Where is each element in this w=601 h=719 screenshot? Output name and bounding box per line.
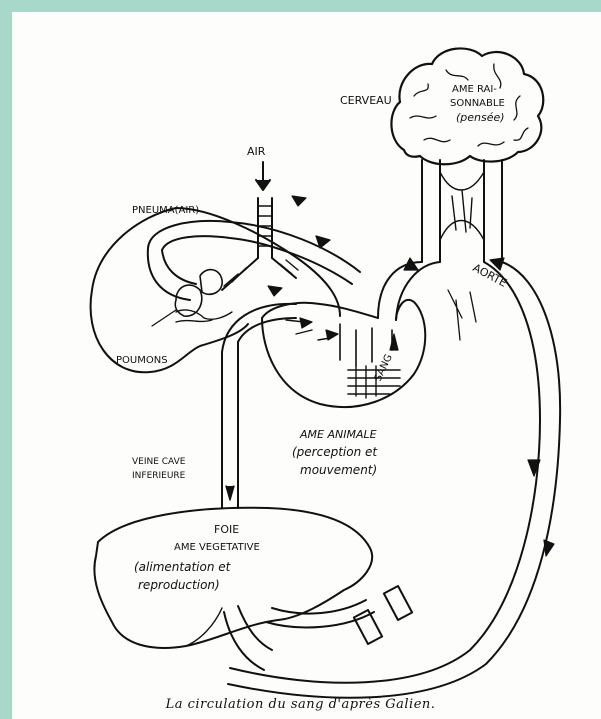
flow-arrows: [268, 196, 554, 556]
heart: [262, 300, 425, 407]
figure-caption: La circulation du sang d'après Galien.: [0, 697, 601, 712]
brain-soul-line-2: SONNABLE: [450, 98, 505, 109]
lungs-leader: [152, 310, 176, 326]
portal-vessels: [224, 586, 412, 670]
air-arrow: [256, 162, 270, 190]
air-label: AIR: [247, 145, 266, 158]
animal-soul-line-1: AME ANIMALE: [299, 428, 377, 441]
vena-cava-line-2: INFERIEURE: [132, 471, 186, 481]
lung: [91, 208, 340, 372]
lungs-label: POUMONS: [116, 355, 168, 366]
brain-soul-line-1: AME RAI-: [452, 84, 497, 95]
animal-soul-line-2: (perception et: [292, 445, 378, 459]
liver-line-2: AME VEGETATIVE: [174, 542, 260, 553]
liver-line-1: FOIE: [214, 523, 239, 536]
brain-soul-line-3: (pensée): [456, 111, 505, 124]
animal-soul-line-3: mouvement): [300, 463, 377, 477]
neck-vessels: [422, 160, 502, 262]
liver-line-4: reproduction): [138, 578, 220, 592]
pneuma-label: PNEUMA(AIR): [132, 205, 199, 216]
liver-line-3: (alimentation et: [134, 560, 232, 574]
brain-label: CERVEAU: [340, 94, 392, 107]
vena-cava-line-1: VEINE CAVE: [132, 457, 186, 467]
aorta: [228, 262, 560, 698]
